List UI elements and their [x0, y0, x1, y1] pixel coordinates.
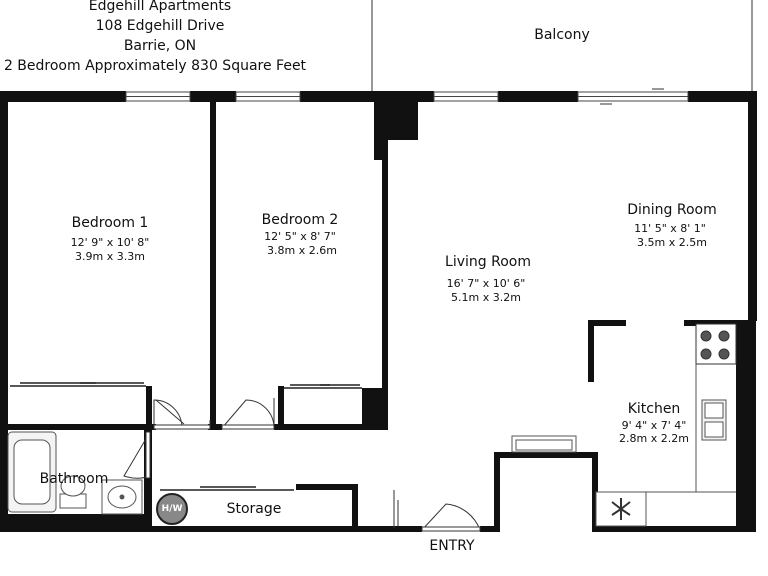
kitchen-metric: 2.8m x 2.2m [619, 432, 689, 445]
dining-room-imperial: 11' 5" x 8' 1" [634, 222, 706, 235]
closets [10, 382, 362, 491]
dining-room-label: Dining Room [627, 202, 717, 218]
toilet [59, 475, 87, 509]
bedroom1-label: Bedroom 1 [71, 215, 149, 231]
building-name: Edgehill Apartments [88, 0, 232, 14]
storage-closet-door [393, 490, 399, 528]
entry-label: ENTRY [429, 538, 475, 554]
sliding-door-arrows [600, 88, 664, 105]
bathroom-label: Bathroom [39, 471, 109, 487]
storage-label: Storage [226, 501, 282, 517]
living-room-imperial: 16' 7" x 10' 6" [446, 277, 526, 290]
balcony-label: Balcony [534, 27, 590, 43]
bathroom-sink [101, 479, 143, 515]
living-room-metric: 5.1m x 3.2m [451, 291, 521, 304]
kitchen-imperial: 9' 4" x 7' 4" [621, 419, 687, 432]
bedroom2-metric: 3.8m x 2.6m [267, 244, 337, 257]
entry-closet-shelf [511, 435, 577, 453]
walls [0, 91, 757, 532]
bedroom2-imperial: 12' 5" x 8' 7" [264, 230, 336, 243]
stove [695, 323, 737, 365]
bedroom1-metric: 3.9m x 3.3m [75, 250, 145, 263]
building-city: Barrie, ON [123, 38, 197, 54]
unit-description: 2 Bedroom Approximately 830 Square Feet [3, 58, 307, 74]
dining-room-metric: 3.5m x 2.5m [637, 236, 707, 249]
kitchen-sink [701, 399, 727, 441]
living-room-label: Living Room [445, 254, 531, 270]
door-jambs [145, 424, 481, 532]
water-heater-label: H/W [161, 504, 183, 514]
balcony-outline [371, 0, 753, 94]
fan-icon [611, 498, 631, 520]
water-heater [156, 493, 188, 525]
bedroom1-imperial: 12' 9" x 10' 8" [70, 236, 150, 249]
bedroom2-label: Bedroom 2 [261, 212, 339, 228]
kitchen-label: Kitchen [627, 401, 681, 417]
bathtub [7, 431, 57, 513]
building-address: 108 Edgehill Drive [95, 18, 225, 34]
windows [125, 91, 689, 102]
